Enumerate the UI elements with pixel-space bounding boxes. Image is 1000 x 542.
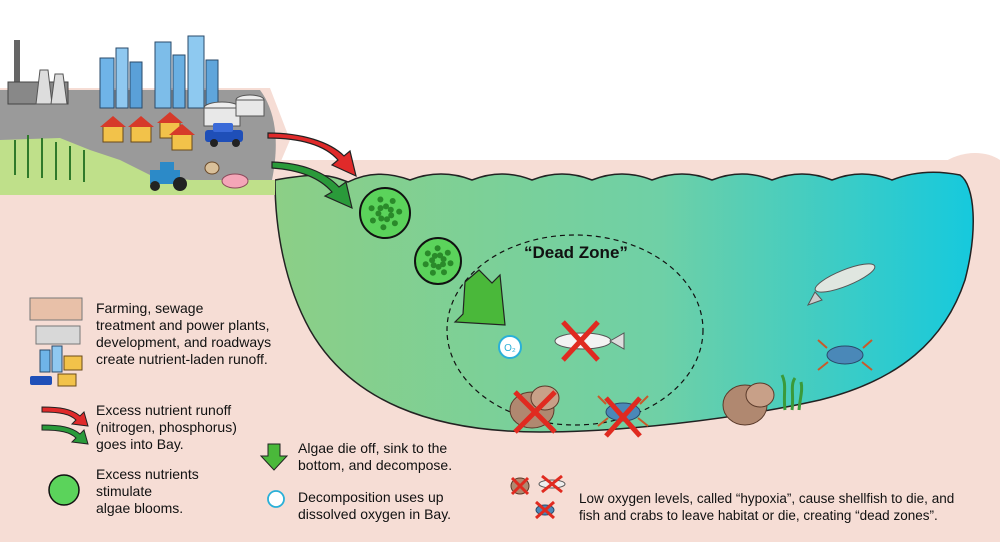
cooling-tower-2 <box>50 73 68 105</box>
algae-dot <box>383 203 389 210</box>
legend-excess-runoff-text: Excess nutrient runoff (nitrogen, phosph… <box>96 402 237 453</box>
legend-oxygen-icon <box>267 490 285 508</box>
algae-dot <box>435 263 442 270</box>
legend-line: treatment and power plants, <box>96 317 270 333</box>
healthy-fish <box>806 263 876 306</box>
algae-dot <box>441 269 447 276</box>
legend-line: create nutrient-laden runoff. <box>96 351 268 367</box>
pig <box>221 173 249 189</box>
algae-dot <box>389 198 396 204</box>
legend-line: Farming, sewage <box>96 300 204 316</box>
legend-algae-die-text: Algae die off, sink to the bottom, and d… <box>298 440 452 474</box>
sinking-arrow <box>453 269 506 326</box>
algae-dot <box>375 210 382 217</box>
algae-dot <box>387 206 394 213</box>
algae-bloom-1 <box>359 187 411 239</box>
legend-line: stimulate <box>96 483 153 499</box>
healthy-oysters <box>722 382 775 426</box>
algae-dot <box>444 249 451 256</box>
field <box>0 138 275 195</box>
algae-dot <box>430 262 437 269</box>
algae-dot <box>424 250 431 257</box>
legend-line: Algae die off, sink to the <box>298 440 448 456</box>
algae-dot <box>396 208 403 215</box>
dead-crab <box>597 395 649 438</box>
dead-oysters <box>509 385 560 434</box>
algae-dot <box>391 220 398 227</box>
algae-dot <box>437 252 444 259</box>
houses <box>100 112 195 151</box>
algae-dot <box>369 217 376 224</box>
legend-line: goes into Bay. <box>96 436 184 452</box>
legend-line: bottom, and decompose. <box>298 457 453 473</box>
oxygen-bubble <box>498 335 522 359</box>
legend-sinking-arrow-icon <box>259 443 289 471</box>
tractor <box>150 162 187 191</box>
corn-field <box>14 135 85 182</box>
algae-dot <box>368 205 375 212</box>
car <box>205 123 243 147</box>
legend-line: (nitrogen, phosphorus) <box>96 419 237 435</box>
city-buildings <box>99 35 219 109</box>
legend-algae-blooms-text: Excess nutrients stimulate algae blooms. <box>96 466 199 517</box>
legend-runoff-arrows-icon <box>41 406 89 445</box>
seagrass <box>780 374 804 411</box>
algae-dot <box>429 257 436 264</box>
factory-chimney <box>14 40 20 100</box>
runoff-arrow-red <box>267 132 357 178</box>
legend-decomposition-text: Decomposition uses up dissolved oxygen i… <box>298 489 451 523</box>
algae-dot <box>431 252 438 259</box>
legend-line: Excess nutrient runoff <box>96 402 232 418</box>
algae-dot <box>388 212 395 219</box>
legend-line: development, and roadways <box>96 334 272 350</box>
dead-fish <box>554 320 625 362</box>
healthy-crab <box>817 339 873 371</box>
algae-dot <box>422 261 429 268</box>
algae-bloom-2 <box>414 237 462 285</box>
legend-line: Decomposition uses up <box>298 489 444 505</box>
runoff-arrow-green <box>271 161 353 210</box>
legend-hypoxia-text: Low oxygen levels, called “hypoxia”, cau… <box>579 490 954 524</box>
legend-line: Excess nutrients <box>96 466 199 482</box>
storage-tanks <box>203 94 265 127</box>
dead-zone-boundary <box>446 234 704 426</box>
legend-hypoxia-icons <box>510 474 566 520</box>
algae-dot <box>384 216 390 223</box>
legend-line: fish and crabs to leave habitat or die, … <box>579 508 938 523</box>
algae-dot <box>377 196 384 203</box>
legend-line: Low oxygen levels, called “hypoxia”, cau… <box>579 491 955 506</box>
legend-line: dissolved oxygen in Bay. <box>298 506 452 522</box>
bay-water <box>274 171 974 433</box>
algae-dot <box>429 269 436 276</box>
chicken <box>204 161 220 175</box>
algae-dot <box>434 245 441 252</box>
algae-dot <box>440 261 446 268</box>
legend-runoff-sources-icon <box>29 297 83 387</box>
legend-algae-icon <box>48 474 80 506</box>
algae-dot <box>377 205 384 212</box>
legend-line: algae blooms. <box>96 500 184 516</box>
oxygen-symbol: O₂ <box>504 343 516 354</box>
dead-zone-label: “Dead Zone” <box>524 243 628 262</box>
algae-dot <box>378 215 385 222</box>
legend-runoff-sources-text: Farming, sewage treatment and power plan… <box>96 300 271 368</box>
algae-dot <box>447 260 454 267</box>
algae-dot <box>380 224 387 231</box>
